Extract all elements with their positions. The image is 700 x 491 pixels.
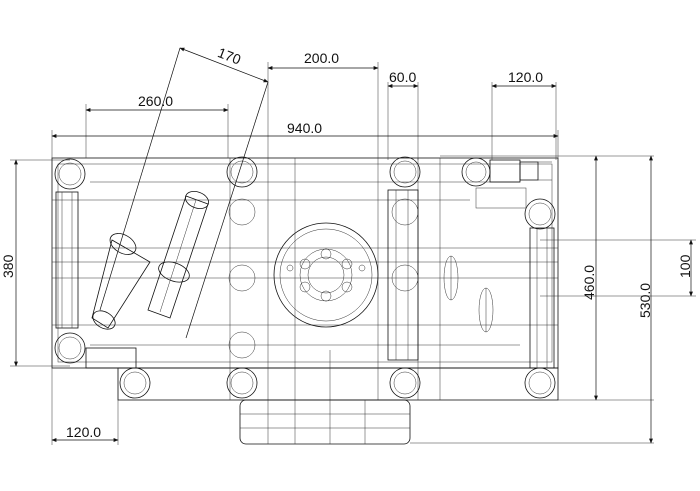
- right-attachment: [475, 159, 552, 209]
- right-rail: [529, 227, 555, 369]
- dimension-lines: [10, 47, 696, 445]
- dim-460: 460.0: [581, 265, 597, 300]
- dim-940: 940.0: [287, 120, 322, 136]
- dimension-labels: 170 200.0 60.0 120.0 260.0 940.0 380 460…: [0, 44, 693, 440]
- dim-120-bottom: 120.0: [66, 424, 101, 440]
- dim-60: 60.0: [389, 69, 416, 85]
- dim-120-top: 120.0: [508, 69, 543, 85]
- center-rail: [387, 189, 419, 361]
- dim-260: 260.0: [138, 93, 173, 109]
- dim-380: 380: [0, 254, 16, 278]
- tilted-arm: [91, 191, 210, 330]
- slots: [443, 255, 494, 333]
- center-flange: [273, 222, 379, 328]
- machine-frame: [51, 157, 559, 401]
- column-holes: [228, 198, 419, 359]
- dim-530: 530.0: [637, 283, 653, 318]
- wheels: [54, 156, 556, 399]
- dim-200: 200.0: [304, 50, 339, 66]
- bottom-box: [239, 399, 411, 445]
- dim-170: 170: [216, 44, 244, 67]
- left-rail: [55, 191, 79, 329]
- dim-100: 100: [677, 254, 693, 278]
- bottom-left-bracket: [85, 347, 137, 400]
